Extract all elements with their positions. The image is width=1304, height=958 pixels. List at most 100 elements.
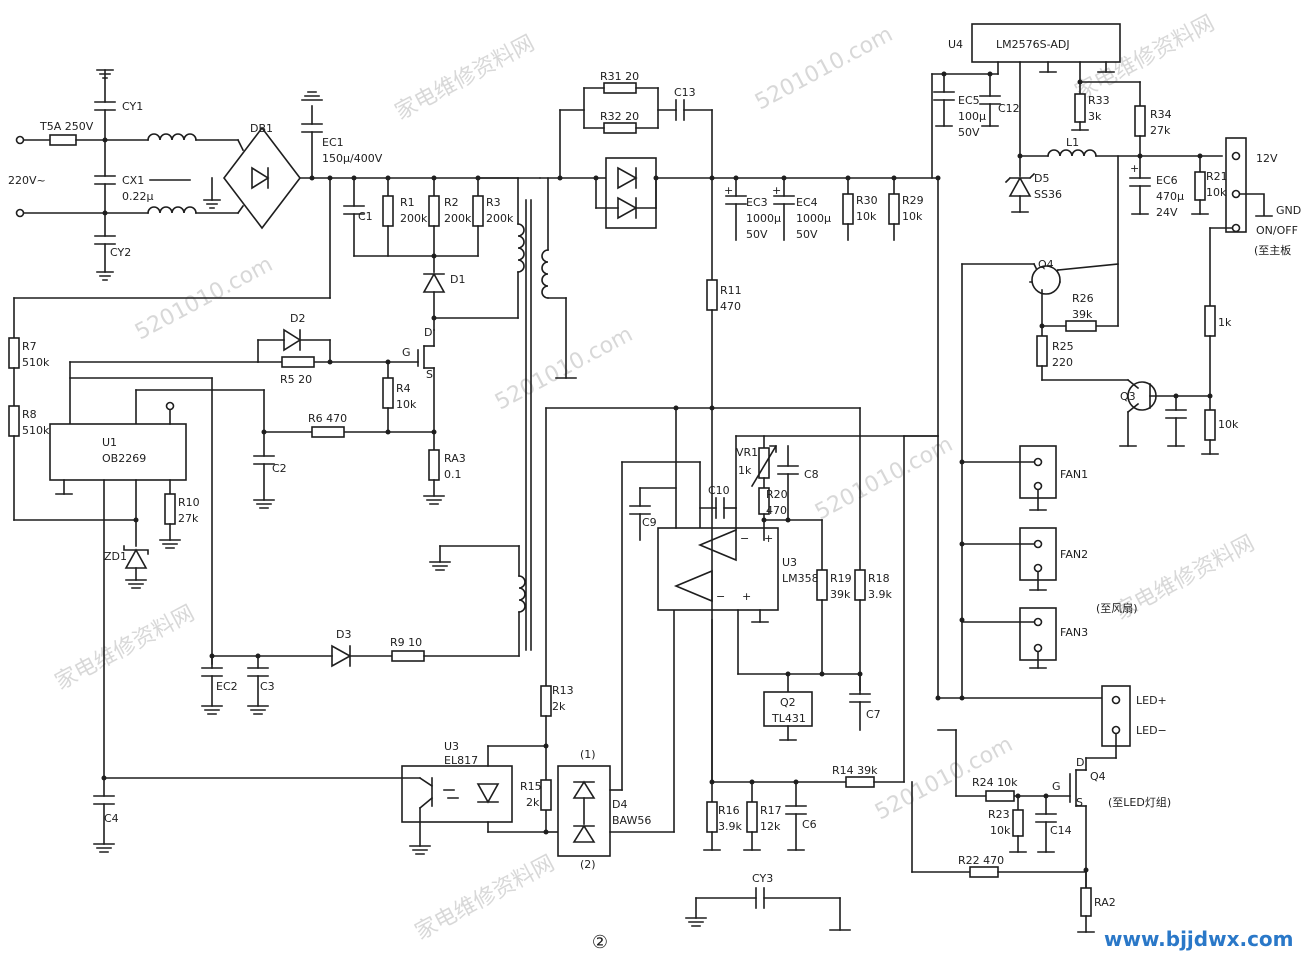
u3-part: LM358: [782, 572, 819, 585]
c7-label: C7: [866, 708, 881, 721]
r8-value: 510k: [22, 424, 50, 437]
r34-value: 27k: [1150, 124, 1171, 137]
r1-label: R1: [400, 196, 415, 209]
ground-symbol: [301, 91, 323, 101]
c3-label: C3: [260, 680, 275, 693]
r6-label: R6 470: [308, 412, 347, 425]
to-fan-label: (至风扇): [1096, 601, 1138, 615]
mainboard-connector: 12V GND ON/OFF (至主板 1k 10k: [1201, 137, 1301, 455]
d5-part: SS36: [1034, 188, 1062, 201]
zener-zd1: [123, 545, 149, 569]
r10-value: 27k: [178, 512, 199, 525]
c9-label: C9: [642, 516, 657, 529]
r13-label: R13: [552, 684, 574, 697]
common-mode-choke-bottom: [147, 206, 197, 214]
switch-section: Q4 R26 39k R25 220 Q3: [961, 258, 1211, 699]
r13-value: 2k: [552, 700, 566, 713]
ec1-label: EC1: [322, 136, 344, 149]
c1-label: C1: [358, 210, 373, 223]
ac-input-section: 220V~ T5A 250V CY1 CX1 0.22μ CY2: [8, 69, 239, 281]
u3-opto-label: U3: [444, 740, 459, 753]
u4-label: U4: [948, 38, 963, 51]
c12-label: C12: [998, 102, 1020, 115]
r34-label: R34: [1150, 108, 1172, 121]
vr1-value: 1k: [738, 464, 752, 477]
d4-part: BAW56: [612, 814, 651, 827]
r1-value: 200k: [400, 212, 428, 225]
r4-value: 10k: [396, 398, 417, 411]
d4-pin2: (2): [580, 858, 596, 871]
ground-symbol: [96, 271, 114, 281]
ground-symbol: [93, 843, 115, 853]
ground-symbol: [409, 845, 431, 855]
ra3-label: RA3: [444, 452, 466, 465]
svg-text:+: +: [1130, 162, 1139, 175]
cx1-label: CX1: [122, 174, 144, 187]
r30-label: R30: [856, 194, 878, 207]
ec6-voltage: 24V: [1156, 206, 1178, 219]
diode-d2: [283, 328, 302, 352]
q4-led-s: S: [1076, 796, 1083, 809]
label-12v: 12V: [1256, 152, 1278, 165]
r15-label: R15: [520, 780, 542, 793]
secondary-section: R31 20 R32 20 C13 + EC3 1000μ 50V +: [545, 70, 941, 699]
r24-label: R24 10k: [972, 776, 1018, 789]
r10-label: R10: [178, 496, 200, 509]
d5-label: D5: [1034, 172, 1049, 185]
ra2-label: RA2: [1094, 896, 1116, 909]
fan3-label: FAN3: [1060, 626, 1088, 639]
aux-supply: D3 R9 10 EC2 C3 C4: [93, 628, 520, 853]
ec4-voltage: 50V: [796, 228, 818, 241]
r30-value: 10k: [856, 210, 877, 223]
r20-value: 470: [766, 504, 787, 517]
diode-d1: [422, 272, 446, 293]
r26-value: 39k: [1072, 308, 1093, 321]
transistor-q4: [1031, 265, 1061, 295]
bridge-rectifier: DB1 EC1 150μ/400V: [13, 91, 541, 299]
q4-led-g: G: [1052, 780, 1061, 793]
r21-label: R21: [1206, 170, 1228, 183]
ground-symbol: [201, 705, 223, 715]
r18-label: R18: [868, 572, 890, 585]
r33-value: 3k: [1088, 110, 1102, 123]
r14-label: R14 39k: [832, 764, 878, 777]
r11-value: 470: [720, 300, 741, 313]
q4-led-d: D: [1076, 756, 1084, 769]
optocoupler-u3: U3 EL817: [103, 740, 547, 855]
r26-label: R26: [1072, 292, 1094, 305]
dual-diode: [605, 157, 657, 229]
c4-label: C4: [104, 812, 119, 825]
q4-led-label: Q4: [1090, 770, 1106, 783]
common-mode-choke-top: [147, 133, 197, 141]
db1-label: DB1: [250, 122, 273, 135]
page-number: ②: [592, 932, 608, 953]
r23-label: R23: [988, 808, 1010, 821]
cy1-label: CY1: [122, 100, 143, 113]
r31-label: R31 20: [600, 70, 639, 83]
r7-value: 510k: [22, 356, 50, 369]
ec5-voltage: 50V: [958, 126, 980, 139]
ec5-value: 100μ: [958, 110, 986, 123]
r5-label: R5 20: [280, 373, 312, 386]
l1-label: L1: [1066, 136, 1079, 149]
bridge-diamond: [222, 126, 302, 230]
q2-part: TL431: [771, 712, 806, 725]
svg-text:+: +: [742, 590, 751, 603]
ec3-value: 1000μ: [746, 212, 781, 225]
c13-label: C13: [674, 86, 696, 99]
d2-label: D2: [290, 312, 305, 325]
watermark-text: 家电维修资料网: [51, 601, 199, 695]
diode-d3: [331, 644, 352, 668]
ground-symbol: [96, 69, 114, 79]
q3-label: Q3: [1120, 390, 1136, 403]
mosfet-s-label: S: [426, 368, 433, 381]
r29-label: R29: [902, 194, 924, 207]
watermark-text: 5201010.com: [751, 22, 897, 115]
c2-label: C2: [272, 462, 287, 475]
ec4-label: EC4: [796, 196, 818, 209]
ground-symbol: [203, 199, 221, 209]
svg-text:+: +: [772, 184, 781, 197]
r2-value: 200k: [444, 212, 472, 225]
r21-value: 10k: [1206, 186, 1227, 199]
svg-text:−: −: [716, 590, 725, 603]
